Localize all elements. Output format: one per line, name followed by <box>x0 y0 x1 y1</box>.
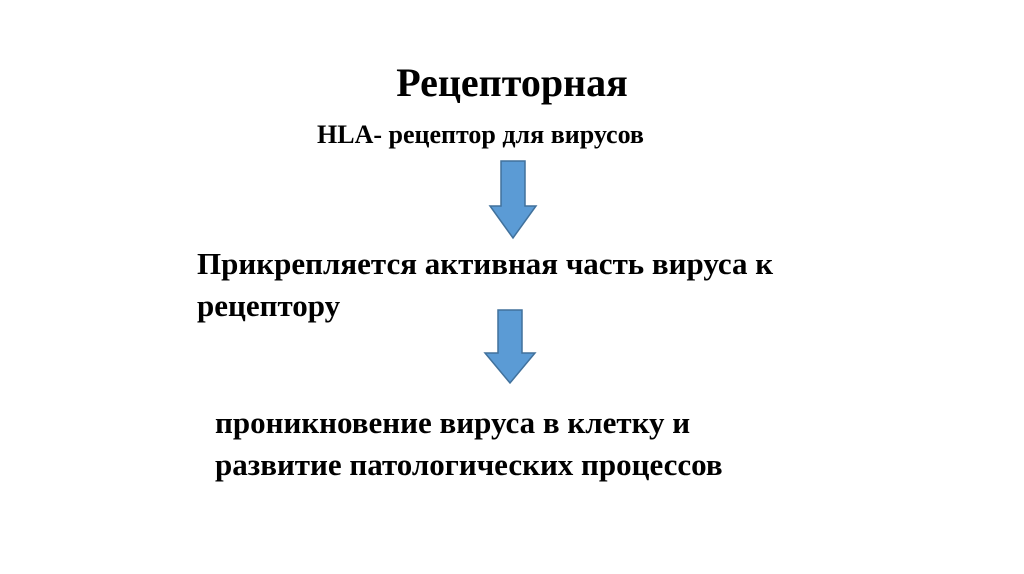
step-attachment-line-2: рецептору <box>197 288 341 323</box>
step-attachment-line-1: Прикрепляется активная часть вируса к <box>197 246 774 281</box>
step-attachment: Прикрепляется активная часть вируса к ре… <box>197 243 773 327</box>
down-arrow-icon <box>488 160 538 240</box>
step-penetration: проникновение вируса в клетку и развитие… <box>215 402 723 486</box>
step-penetration-line-2: развитие патологических процессов <box>215 447 723 482</box>
slide-subtitle: HLA- рецептор для вирусов <box>317 120 644 149</box>
down-arrow-icon <box>483 309 537 385</box>
slide-title: Рецепторная <box>396 60 628 105</box>
step-penetration-line-1: проникновение вируса в клетку и <box>215 405 691 440</box>
